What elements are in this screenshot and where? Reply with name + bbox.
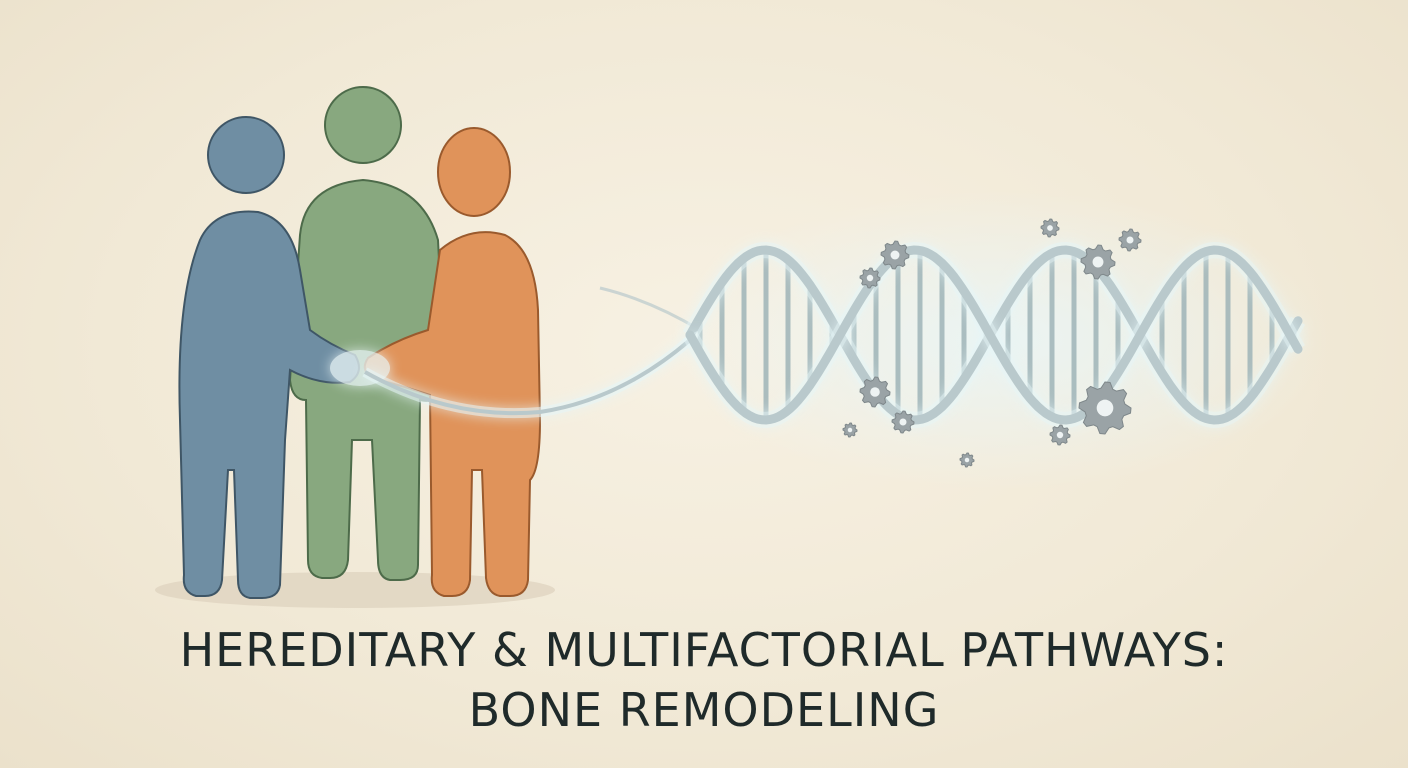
gear-hole	[870, 387, 880, 397]
blue-person	[178, 116, 360, 599]
gear-hole	[1096, 399, 1114, 417]
gear-hole	[1047, 225, 1053, 231]
dna-helix	[683, 241, 1305, 429]
gear-hole	[847, 427, 853, 433]
gear-hole	[899, 418, 907, 426]
helix-strand-b	[685, 245, 1303, 425]
title-line-1: HEREDITARY & MULTIFACTORIAL PATHWAYS:	[179, 623, 1229, 677]
gear-hole	[866, 274, 874, 282]
gear-hole	[964, 457, 970, 463]
connecting-strand	[364, 338, 692, 416]
gear-hole	[1126, 236, 1134, 244]
gear-hole	[890, 250, 900, 260]
title-line-2: BONE REMODELING	[468, 683, 940, 737]
gear-hole	[1056, 431, 1064, 439]
gears-group	[842, 218, 1142, 468]
family-dna-illustration	[155, 86, 1330, 608]
orange-person	[363, 127, 542, 597]
gear-hole	[1092, 256, 1104, 268]
